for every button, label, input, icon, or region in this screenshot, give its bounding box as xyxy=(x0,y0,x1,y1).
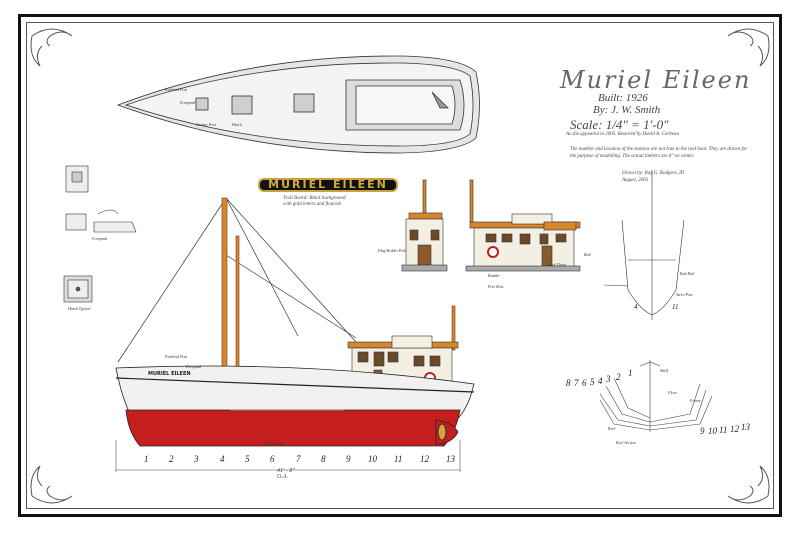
label-forepeak-detail: Forepeak xyxy=(92,236,108,241)
boat-name-title: Muriel Eileen xyxy=(560,66,752,94)
label-portpost: Fairlead Post xyxy=(165,87,188,92)
label-keelfender: Keel Fender xyxy=(264,441,284,446)
frame-12: 12 xyxy=(420,454,429,464)
frame-8: 8 xyxy=(321,454,326,464)
corner-flourish-br xyxy=(727,465,770,504)
outer-border xyxy=(18,14,782,517)
detail-hatch-typical xyxy=(63,275,93,303)
detail-hatch-top xyxy=(65,165,89,193)
label-forepeak: Forepeak xyxy=(180,100,196,105)
label-davit: Back Davit xyxy=(548,262,566,267)
small-section-4: 4 xyxy=(634,303,638,311)
label-floor: Floor xyxy=(668,390,678,395)
nameboard: MURIEL EILEEN xyxy=(258,178,398,192)
built-year: Built: 1926 xyxy=(598,92,648,104)
rigging xyxy=(117,197,357,363)
label-forepeak-profile: Forepeak xyxy=(186,364,202,369)
corner-flourish-bl xyxy=(30,465,73,504)
section-4: 4 xyxy=(598,376,603,386)
scale: Scale: 1/4" = 1'-0" xyxy=(570,117,669,132)
frame-6: 6 xyxy=(270,454,275,464)
label-rudder: Rudder xyxy=(488,273,500,278)
section-1: 1 xyxy=(628,368,633,378)
profile-cabin xyxy=(347,335,459,391)
frame-10: 10 xyxy=(368,454,377,464)
drawn-date: August, 2005 xyxy=(622,178,649,183)
cabin-side-elevation xyxy=(465,179,581,272)
drawn-by: Drawn by: Ray G. Rodgers, III August, 20… xyxy=(622,170,742,184)
section-6: 6 xyxy=(582,378,587,388)
small-section-11: 11 xyxy=(672,303,679,311)
section-11: 11 xyxy=(719,425,728,435)
stations-note: The number and location of the stations … xyxy=(570,147,748,159)
section-2: 2 xyxy=(616,372,621,382)
cabin-front-elevation xyxy=(401,179,448,272)
frame-13: 13 xyxy=(446,454,455,464)
section-10: 10 xyxy=(708,426,717,436)
section-5: 5 xyxy=(590,377,595,387)
drawn-by-name: Drawn by: Ray G. Rodgers, III xyxy=(622,171,685,176)
hull-profile xyxy=(115,365,475,447)
section-7: 7 xyxy=(574,378,579,388)
label-shelf: Shelf xyxy=(660,368,668,373)
section-8: 8 xyxy=(566,378,571,388)
deck-plan xyxy=(116,55,480,154)
label-anchor: Anchor Post xyxy=(196,122,216,127)
label-hatch-typical: Hatch Typical xyxy=(68,306,91,311)
label-bolt: Bolt xyxy=(584,252,591,257)
frame-7: 7 xyxy=(296,454,301,464)
label-portpost-profile: Fairlead Post xyxy=(165,354,188,359)
builder: By: J. W. Smith xyxy=(593,104,661,116)
frame-11: 11 xyxy=(394,454,403,464)
frame-5: 5 xyxy=(245,454,250,464)
section-9: 9 xyxy=(700,426,705,436)
small-section-view xyxy=(603,170,685,320)
label-rub: Rub Rail xyxy=(680,271,695,276)
section-13: 13 xyxy=(741,422,750,432)
label-hatch: Hatch xyxy=(232,122,242,127)
nameboard-note: Trail Board: Black background with gold … xyxy=(283,196,346,207)
label-porthole: Port Hole xyxy=(488,284,504,289)
section-3: 3 xyxy=(606,374,611,384)
corner-flourish-tr xyxy=(727,28,770,67)
frame-3: 3 xyxy=(194,454,199,464)
corner-flourish-tl xyxy=(30,28,73,67)
label-keelsec: Keel Section xyxy=(616,440,637,445)
label-keel: Keel xyxy=(608,426,616,431)
inner-border xyxy=(26,22,774,509)
label-frame: Frame xyxy=(690,398,701,403)
appeared-note: As she appeared in 2005. Restored by Dav… xyxy=(566,132,679,137)
frame-1: 1 xyxy=(144,454,149,464)
label-flagstaff: Flag Holder Pole xyxy=(378,248,407,253)
frame-4: 4 xyxy=(220,454,225,464)
detail-forepeak xyxy=(65,209,137,233)
frame-9: 9 xyxy=(346,454,351,464)
length-sub: O.A. xyxy=(277,474,288,480)
body-plan xyxy=(599,360,713,432)
length-overall: 41' - 8" O.A. xyxy=(277,468,295,480)
frame-2: 2 xyxy=(169,454,174,464)
baseline xyxy=(115,440,461,472)
hull-name: MURIEL EILEEN xyxy=(148,371,191,377)
section-12: 12 xyxy=(730,424,739,434)
length-value: 41' - 8" xyxy=(277,468,295,474)
label-sternpost: Stern Post xyxy=(676,292,693,297)
